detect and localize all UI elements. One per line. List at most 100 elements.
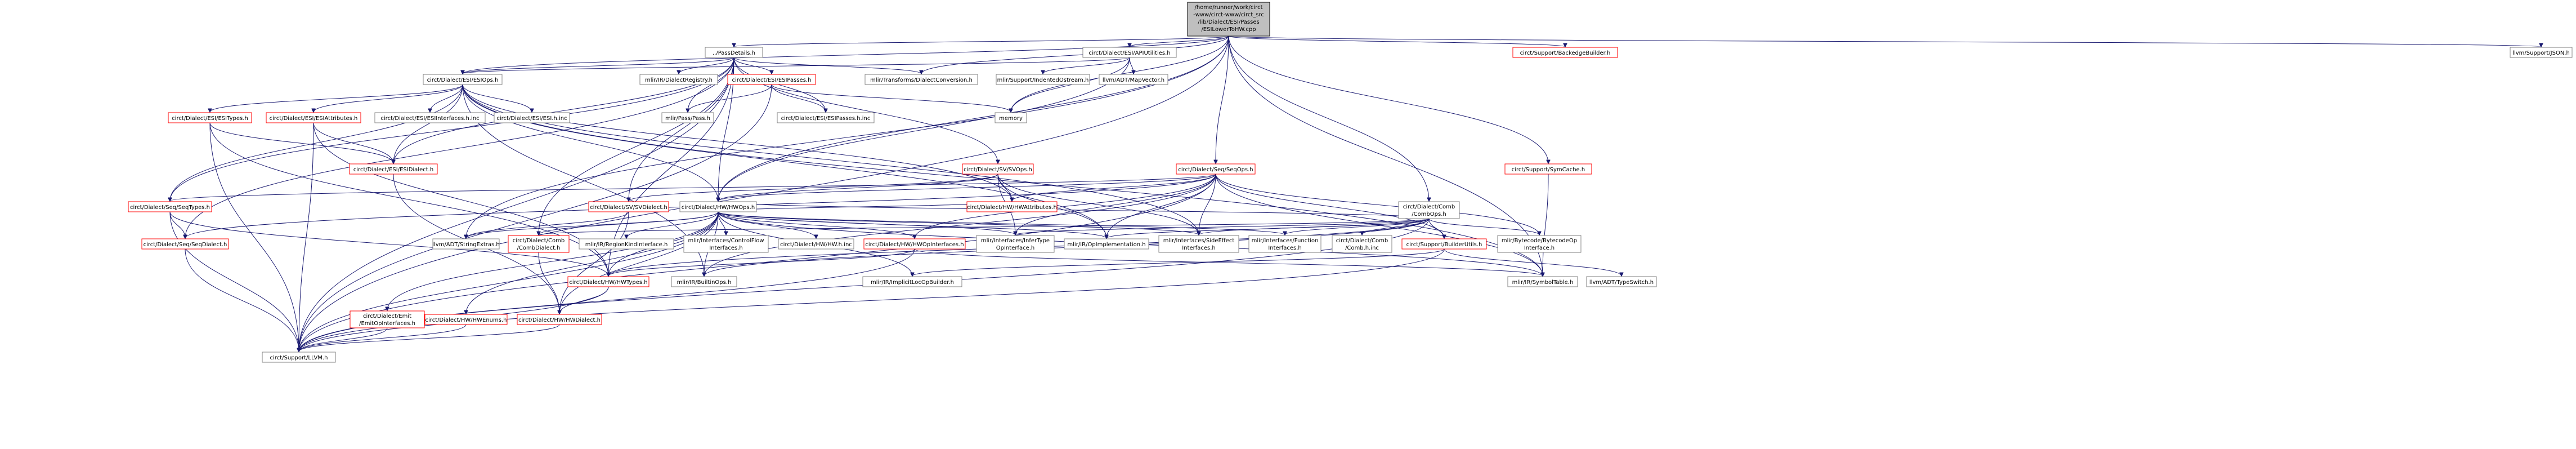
edge-combops-to-bytecodeop [1428, 218, 1539, 235]
svg-text:circt/Dialect/HW/HWOpInterface: circt/Dialect/HW/HWOpInterfaces.h [865, 242, 964, 248]
edge-esiapiutilities-to-esiops [463, 57, 1130, 74]
node-hw-types[interactable]: circt/Dialect/HW/HWTypes.h [567, 276, 649, 287]
node-seq-ops[interactable]: circt/Dialect/Seq/SeqOps.h [1176, 163, 1256, 175]
edge-esiops-to-seqtypes [170, 84, 463, 201]
node-indented-ostream[interactable]: mlir/Support/IndentedOstream.h [996, 74, 1090, 85]
svg-text:circt/Dialect/HW/HW.h.inc: circt/Dialect/HW/HW.h.inc [780, 242, 852, 248]
edge-seqops-to-builtinops [704, 174, 1216, 276]
node-esi-interfaces-inc[interactable]: circt/Dialect/ESI/ESIInterfaces.h.inc [374, 112, 486, 123]
edge-hwops-to-controlflow [718, 211, 726, 235]
node-symcache[interactable]: circt/Support/SymCache.h [1504, 163, 1592, 175]
svg-text:/ESILowerToHW.cpp: /ESILowerToHW.cpp [1201, 26, 1256, 33]
svg-text:memory: memory [999, 115, 1023, 122]
node-esi-attributes[interactable]: circt/Dialect/ESI/ESIAttributes.h [266, 112, 361, 123]
edge-svops-to-hwops [718, 174, 998, 201]
node-passdetails[interactable]: ../PassDetails.h [705, 47, 763, 58]
edge-root-to-combops [1228, 35, 1429, 201]
svg-text:mlir/Bytecode/BytecodeOp: mlir/Bytecode/BytecodeOp [1502, 238, 1577, 244]
node-type-switch[interactable]: llvm/ADT/TypeSwitch.h [1586, 276, 1657, 287]
svg-text:circt/Dialect/ESI/ESIPasses.h: circt/Dialect/ESI/ESIPasses.h [732, 77, 812, 83]
edge-seqops-to-seqtypes [170, 174, 1216, 201]
node-esi-passes-inc[interactable]: circt/Dialect/ESI/ESIPasses.h.inc [777, 112, 875, 123]
node-dialect-registry[interactable]: mlir/IR/DialectRegistry.h [639, 74, 718, 85]
edge-esiops-to-esiinterfacesinc [430, 84, 463, 112]
node-esi-ops[interactable]: circt/Dialect/ESI/ESIOps.h [423, 74, 503, 85]
node-emit-op-interfaces[interactable]: circt/Dialect/Emit /EmitOpInterfaces.h [350, 310, 425, 328]
node-mlir-pass[interactable]: mlir/Pass/Pass.h [661, 112, 714, 123]
edge-root-to-stringextras [466, 35, 1229, 238]
edge-hwops-to-sideeffect [718, 211, 1199, 235]
svg-text:circt/Support/BuilderUtils.h: circt/Support/BuilderUtils.h [1406, 242, 1482, 248]
node-root-file[interactable]: /home/runner/work/circt -www/circt-www/c… [1187, 2, 1270, 37]
edge-esiapiutilities-to-memory [1011, 57, 1130, 112]
node-string-extras[interactable]: llvm/ADT/StringExtras.h [432, 238, 500, 250]
node-seq-types[interactable]: circt/Dialect/Seq/SeqTypes.h [128, 201, 212, 212]
node-esi-h-inc[interactable]: circt/Dialect/ESI/ESI.h.inc [494, 112, 570, 123]
node-function-interfaces[interactable]: mlir/Interfaces/Function Interfaces.h [1248, 235, 1321, 253]
edge-combops-to-hwops [718, 201, 1430, 219]
svg-text:mlir/IR/ImplicitLocOpBuilder.h: mlir/IR/ImplicitLocOpBuilder.h [871, 279, 954, 286]
node-comb-ops[interactable]: circt/Dialect/Comb /CombOps.h [1398, 201, 1460, 219]
node-comb-dialect[interactable]: circt/Dialect/Comb /CombDialect.h [508, 235, 570, 253]
node-memory[interactable]: memory [994, 112, 1027, 123]
node-hw-op-interfaces[interactable]: circt/Dialect/HW/HWOpInterfaces.h [863, 238, 966, 250]
svg-text:circt/Dialect/ESI/APIUtilities: circt/Dialect/ESI/APIUtilities.h [1088, 50, 1170, 56]
edge-combops-to-sideeffect [1199, 218, 1430, 235]
node-esi-passes[interactable]: circt/Dialect/ESI/ESIPasses.h [727, 74, 816, 85]
svg-text:mlir/Interfaces/SideEffect: mlir/Interfaces/SideEffect [1163, 238, 1235, 244]
node-hw-ops[interactable]: circt/Dialect/HW/HWOps.h [679, 201, 757, 212]
edge-seqdialect-to-llvmh [185, 248, 299, 352]
svg-text:Interface.h: Interface.h [1524, 245, 1554, 251]
node-hw-dialect[interactable]: circt/Dialect/HW/HWDialect.h [517, 314, 602, 325]
edge-hwops-to-llvmh [299, 211, 719, 352]
edge-hwops-to-emitopinterfaces [387, 211, 719, 310]
node-esi-types[interactable]: circt/Dialect/ESI/ESITypes.h [168, 112, 252, 123]
svg-text:circt/Support/BackedgeBuilder.: circt/Support/BackedgeBuilder.h [1520, 50, 1611, 56]
node-builder-utils[interactable]: circt/Support/BuilderUtils.h [1401, 238, 1487, 250]
node-support-llvm[interactable]: circt/Support/LLVM.h [262, 352, 336, 363]
edge-esitypes-to-llvmh [209, 122, 299, 352]
svg-text:llvm/ADT/MapVector.h: llvm/ADT/MapVector.h [1103, 77, 1164, 83]
edge-hwops-to-opimplementation [718, 211, 1106, 238]
node-bytecode-op-interface[interactable]: mlir/Bytecode/BytecodeOp Interface.h [1497, 235, 1582, 253]
node-infer-type-op-interface[interactable]: mlir/Interfaces/InferType OpInterface.h [976, 235, 1055, 253]
node-esi-apiutilities[interactable]: circt/Dialect/ESI/APIUtilities.h [1082, 47, 1177, 58]
svg-text:circt/Dialect/Seq/SeqTypes.h: circt/Dialect/Seq/SeqTypes.h [130, 205, 210, 211]
node-hw-h-inc[interactable]: circt/Dialect/HW/HW.h.inc [778, 238, 854, 250]
node-implicit-loc-op-builder[interactable]: mlir/IR/ImplicitLocOpBuilder.h [862, 276, 962, 287]
node-builtin-ops[interactable]: mlir/IR/BuiltinOps.h [671, 276, 737, 287]
node-control-flow-interfaces[interactable]: mlir/Interfaces/ControlFlow Interfaces.h [683, 235, 769, 253]
edge-combdialect-to-hwdialect [538, 252, 559, 314]
svg-text:circt/Dialect/Emit: circt/Dialect/Emit [363, 313, 411, 319]
edge-esiops-to-hwattributes [462, 84, 1012, 201]
edge-hwopinterfaces-to-llvmh [299, 248, 915, 352]
node-sv-dialect[interactable]: circt/Dialect/SV/SVDialect.h [588, 201, 669, 212]
edge-esiops-to-esidialect [393, 84, 463, 163]
svg-text:circt/Dialect/HW/HWOps.h: circt/Dialect/HW/HWOps.h [682, 205, 755, 211]
node-op-implementation[interactable]: mlir/IR/OpImplementation.h [1064, 238, 1149, 250]
node-backedge-builder[interactable]: circt/Support/BackedgeBuilder.h [1512, 47, 1618, 58]
node-hw-enums[interactable]: circt/Dialect/HW/HWEnums.h [424, 314, 508, 325]
edge-passdetails-to-seqtypes [170, 57, 734, 201]
node-esi-dialect[interactable]: circt/Dialect/ESI/ESIDialect.h [349, 163, 438, 175]
node-symbol-table[interactable]: mlir/IR/SymbolTable.h [1507, 276, 1578, 287]
edge-root-to-esiops [463, 35, 1229, 74]
svg-text:mlir/IR/RegionKindInterface.h: mlir/IR/RegionKindInterface.h [585, 242, 668, 248]
edge-esiops-to-esitypes [210, 84, 463, 112]
node-comb-h-inc[interactable]: circt/Dialect/Comb /Comb.h.inc [1332, 235, 1392, 253]
node-side-effect-interfaces[interactable]: mlir/Interfaces/SideEffect Interfaces.h [1158, 235, 1239, 253]
edge-passdetails-to-hwtypes [608, 57, 734, 276]
edge-root-to-dialectconversion [921, 35, 1229, 74]
node-region-kind-interface[interactable]: mlir/IR/RegionKindInterface.h [579, 238, 674, 250]
svg-text:circt/Dialect/ESI/ESIInterface: circt/Dialect/ESI/ESIInterfaces.h.inc [380, 115, 479, 122]
edge-seqops-to-hwops [718, 174, 1216, 201]
node-seq-dialect[interactable]: circt/Dialect/Seq/SeqDialect.h [141, 238, 229, 250]
edge-esiops-to-sideeffect [462, 84, 1199, 235]
node-dialect-conversion[interactable]: mlir/Transforms/DialectConversion.h [864, 74, 978, 85]
node-sv-ops[interactable]: circt/Dialect/SV/SVOps.h [962, 163, 1034, 175]
svg-text:OpInterface.h: OpInterface.h [996, 245, 1035, 251]
node-llvm-json[interactable]: llvm/Support/JSON.h [2510, 47, 2573, 58]
node-mapvector[interactable]: llvm/ADT/MapVector.h [1099, 74, 1168, 85]
node-hw-attributes[interactable]: circt/Dialect/HW/HWAttributes.h [966, 201, 1058, 212]
edge-passdetails-to-esipasses [733, 57, 772, 74]
